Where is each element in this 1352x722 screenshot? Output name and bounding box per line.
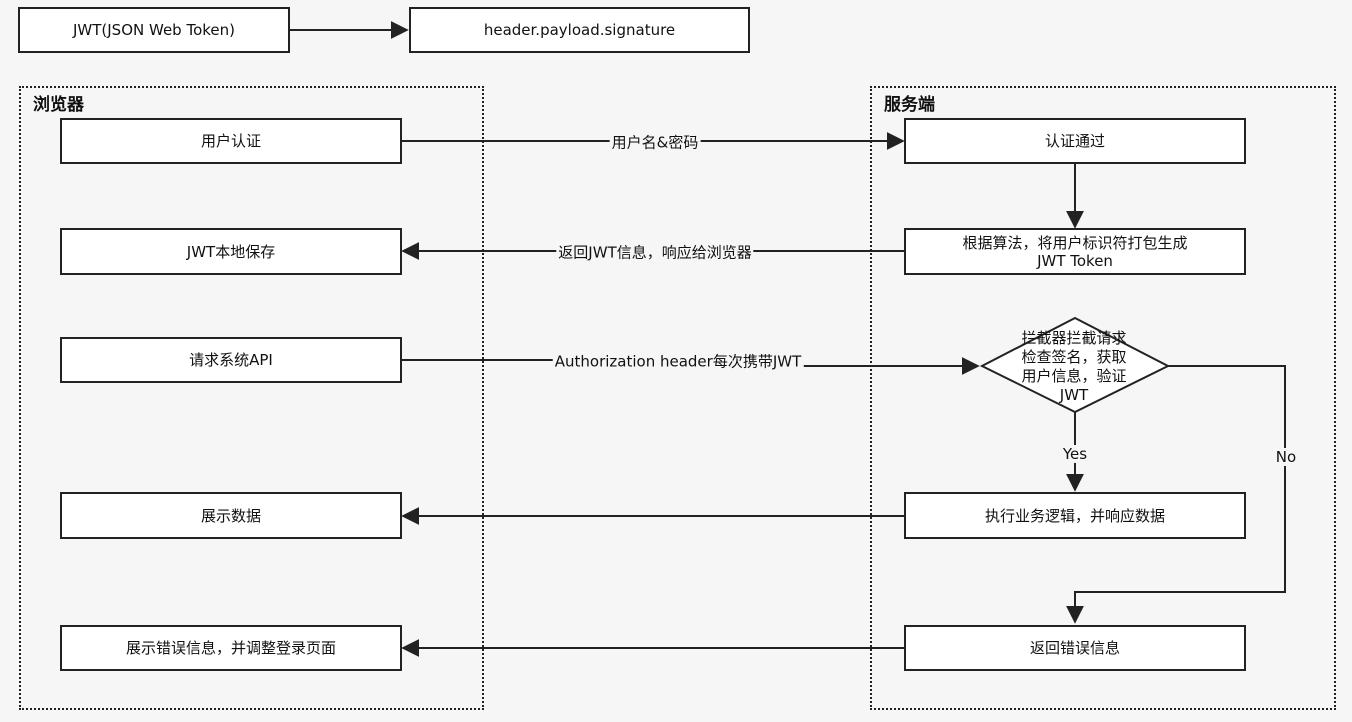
user-auth-box: 用户认证 — [60, 118, 402, 164]
show-data-box: 展示数据 — [60, 492, 402, 539]
generate-token-box: 根据算法，将用户标识符打包生成 JWT Token — [904, 228, 1246, 275]
interceptor-line2: 检查签名，获取 — [1021, 348, 1127, 366]
interceptor-line3: 用户信息，验证 — [1021, 367, 1127, 385]
user-auth-label: 用户认证 — [200, 132, 261, 150]
show-data-label: 展示数据 — [200, 506, 261, 525]
jwt-save-label: JWT本地保存 — [186, 242, 276, 261]
server-group: 服务端 — [870, 86, 1336, 710]
show-error-box: 展示错误信息，并调整登录页面 — [60, 625, 402, 671]
jwt-format-box: header.payload.signature — [409, 7, 750, 53]
browser-group-title: 浏览器 — [33, 95, 84, 115]
auth-passed-box: 认证通过 — [904, 118, 1246, 164]
show-error-label: 展示错误信息，并调整登录页面 — [125, 639, 336, 657]
api-request-label: 请求系统API — [189, 351, 273, 369]
api-request-box: 请求系统API — [60, 337, 402, 383]
return-jwt-edge-label: 返回JWT信息，响应给浏览器 — [556, 241, 754, 263]
interceptor-text: 拦截器拦截请求 检查签名，获取 用户信息，验证 JWT — [988, 329, 1160, 405]
jwt-save-box: JWT本地保存 — [60, 228, 402, 275]
jwt-definition-label: JWT(JSON Web Token) — [72, 21, 235, 39]
auth-header-edge-label: Authorization header每次携带JWT — [552, 350, 804, 372]
generate-token-line1: 根据算法，将用户标识符打包生成 — [962, 233, 1188, 252]
jwt-definition-box: JWT(JSON Web Token) — [18, 7, 290, 53]
no-edge-label: No — [1273, 448, 1299, 466]
browser-group: 浏览器 — [19, 86, 484, 710]
auth-passed-label: 认证通过 — [1044, 132, 1105, 150]
arrow-no — [1066, 365, 1286, 624]
return-error-box: 返回错误信息 — [904, 625, 1246, 671]
execute-logic-box: 执行业务逻辑，并响应数据 — [904, 492, 1246, 539]
execute-logic-label: 执行业务逻辑，并响应数据 — [984, 506, 1165, 525]
yes-edge-label: Yes — [1060, 445, 1090, 463]
generate-token-line2: JWT Token — [1037, 251, 1113, 270]
interceptor-line1: 拦截器拦截请求 — [1021, 329, 1127, 347]
server-group-title: 服务端 — [884, 95, 935, 115]
interceptor-line4: JWT — [1059, 386, 1089, 404]
jwt-format-label: header.payload.signature — [483, 21, 676, 39]
credentials-edge-label: 用户名&密码 — [609, 131, 701, 153]
return-error-label: 返回错误信息 — [1029, 639, 1120, 657]
